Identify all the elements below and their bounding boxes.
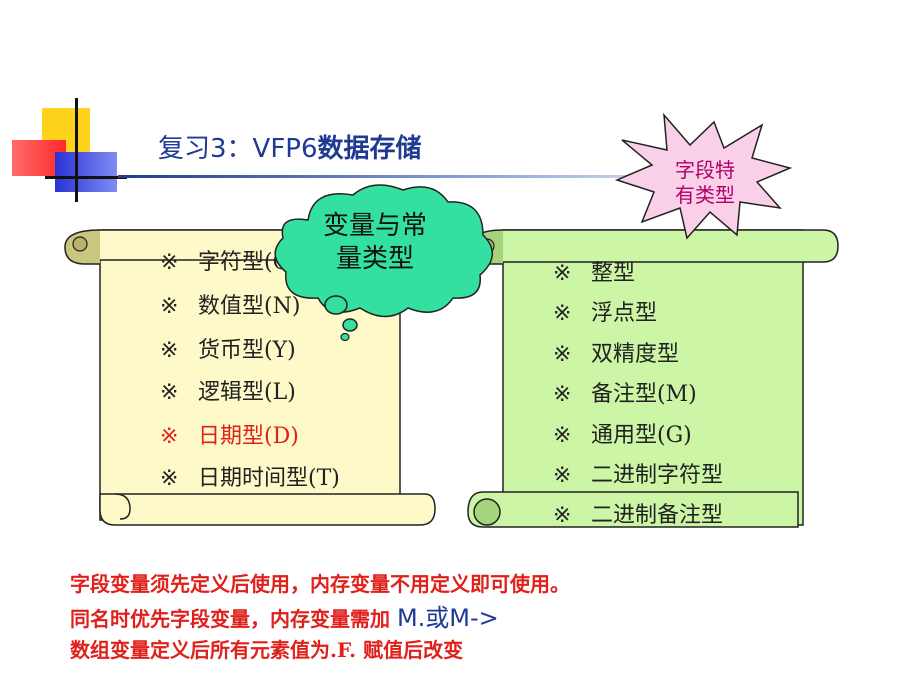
note-code: M.或M-> [396, 604, 499, 632]
title-prefix: 复习3：VFP6 [158, 134, 318, 164]
star-burst [614, 112, 793, 240]
list-item: ※日期时间型(T) [160, 466, 340, 491]
list-item-highlight: ※日期型(D) [160, 424, 299, 449]
thought-cloud [274, 184, 493, 342]
note-line-1: 字段变量须先定义后使用，内存变量不用定义即可使用。 [70, 572, 570, 596]
list-item: ※逻辑型(L) [160, 380, 296, 405]
list-item: ※整型 [553, 261, 636, 286]
list-item: ※货币型(Y) [160, 338, 296, 363]
list-item: ※双精度型 [553, 342, 680, 367]
list-item: ※二进制字符型 [553, 463, 724, 488]
list-item: ※备注型(M) [553, 382, 697, 407]
note-line-3: 数组变量定义后所有元素值为.F. 赋值后改变 [70, 638, 464, 662]
cloud-label: 变量与常 量类型 [322, 211, 427, 274]
list-item: ※数值型(N) [160, 294, 301, 319]
star-label: 字段特 有类型 [675, 158, 735, 207]
right-scroll [467, 229, 839, 528]
list-item: ※通用型(G) [553, 423, 692, 448]
note-line-2: 同名时优先字段变量，内存变量需加 M.或M-> [70, 604, 499, 632]
title-suffix: 数据存储 [317, 134, 422, 164]
corner-decoration [0, 0, 140, 202]
list-item: ※浮点型 [553, 301, 658, 326]
list-item: ※二进制备注型 [553, 503, 724, 528]
page-title: 复习3：VFP6数据存储 [158, 128, 422, 165]
title-divider [118, 175, 788, 178]
